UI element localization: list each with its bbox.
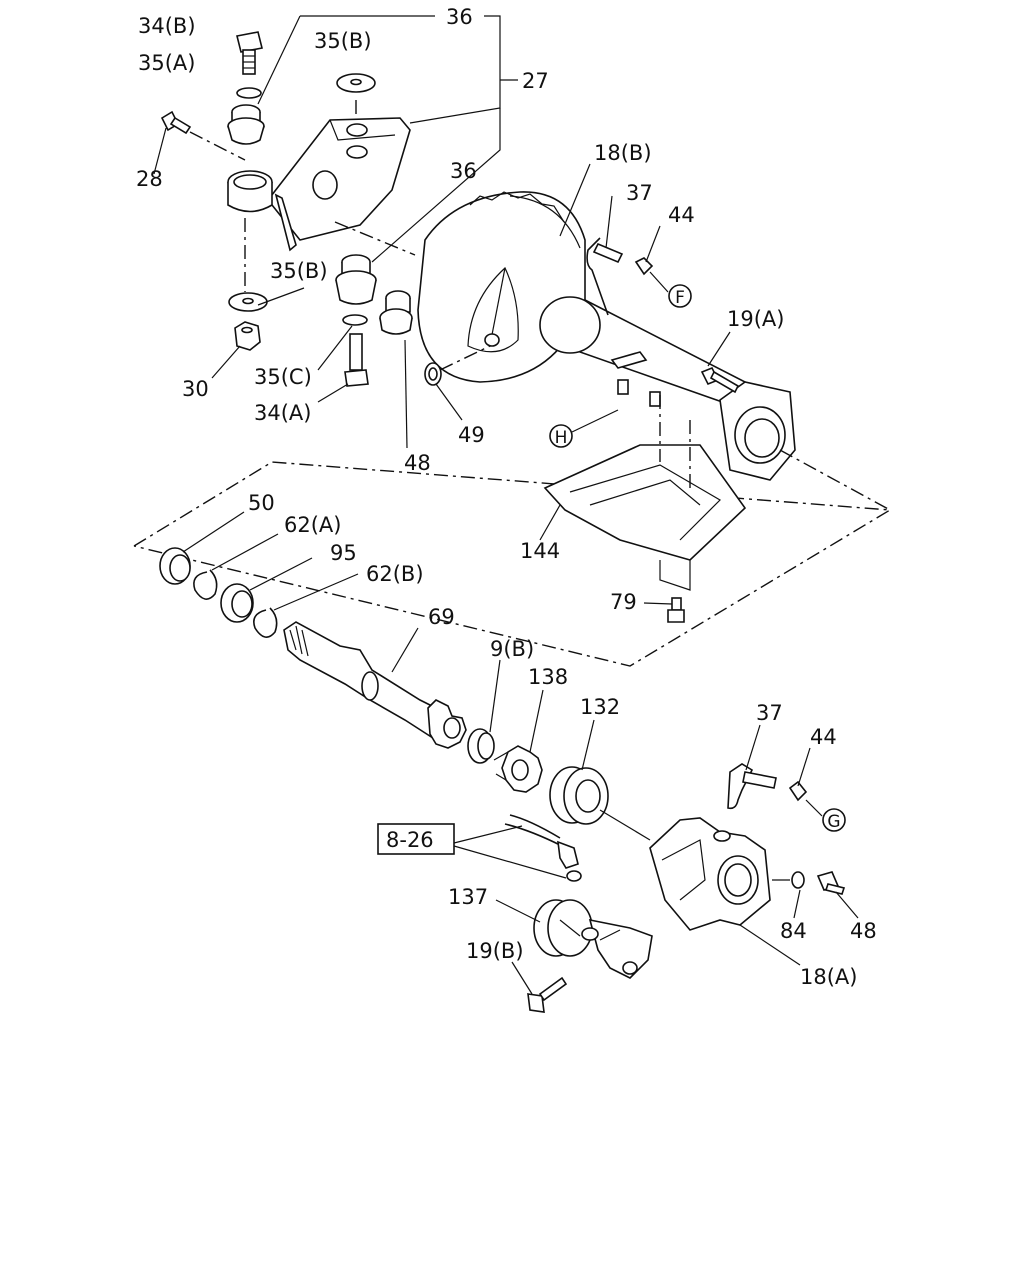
- spline-gear-end: [427, 699, 467, 749]
- sub-assembly-frame: [133, 461, 893, 667]
- bracket-leaders: [153, 15, 518, 403]
- label-8-26: 8-26: [386, 828, 434, 852]
- bolt-28: [160, 110, 192, 135]
- label-79: 79: [610, 590, 637, 614]
- label-137: 137: [448, 885, 488, 909]
- vent-hose-18b: [559, 163, 609, 316]
- vent-nipple-37-bottom: [727, 724, 777, 810]
- bolt-48-bottom: [816, 871, 859, 919]
- bolt-34b: [236, 31, 263, 75]
- label-35c: 35(C): [254, 365, 312, 389]
- label-27: 27: [522, 69, 549, 93]
- bushing-36-lower: [335, 254, 377, 305]
- label-19a: 19(A): [727, 307, 784, 331]
- label-95: 95: [330, 541, 357, 565]
- clip-44-top: [634, 225, 669, 293]
- label-44-bottom: 44: [810, 725, 837, 749]
- clutch-sleeve-132: [549, 719, 651, 841]
- callout-h-text: H: [555, 428, 568, 448]
- callout-f: F: [668, 284, 692, 308]
- label-50: 50: [248, 491, 275, 515]
- washer-35c: [342, 314, 368, 326]
- bracket-27: [227, 117, 411, 252]
- actuator-housing-18a: [649, 817, 801, 966]
- bearing-95: [220, 557, 313, 623]
- bushing-36-upper: [227, 104, 265, 145]
- label-34b: 34(B): [138, 14, 196, 38]
- label-69: 69: [428, 605, 455, 629]
- label-34a: 34(A): [254, 401, 311, 425]
- label-30: 30: [182, 377, 209, 401]
- callout-h: H: [549, 424, 573, 448]
- callout-g-text: G: [827, 812, 840, 832]
- label-37-bottom: 37: [756, 701, 783, 725]
- bolt-79: [643, 560, 691, 623]
- snap-ring-62a: [193, 533, 279, 600]
- label-44-top: 44: [668, 203, 695, 227]
- label-62a: 62(A): [284, 513, 341, 537]
- label-37-top: 37: [626, 181, 653, 205]
- label-84: 84: [780, 919, 807, 943]
- label-62b: 62(B): [366, 562, 424, 586]
- differential-housing: [417, 191, 891, 511]
- reference-box-8-26: [377, 823, 455, 855]
- clip-44-bottom: [788, 747, 823, 817]
- label-48-top: 48: [404, 451, 431, 475]
- washer-84: [772, 871, 805, 919]
- callout-g: G: [822, 808, 846, 832]
- clutch-gear-138: [493, 689, 544, 793]
- label-36-mid: 36: [450, 159, 477, 183]
- label-48-bottom: 48: [850, 919, 877, 943]
- label-138: 138: [528, 665, 568, 689]
- plug-48-top: [379, 290, 413, 449]
- actuator-motor-137: [495, 899, 653, 979]
- vent-nipple-37-top: [592, 195, 624, 264]
- label-19b: 19(B): [466, 939, 524, 963]
- washer-35a: [236, 87, 262, 99]
- label-36-top: 36: [446, 5, 473, 29]
- label-49: 49: [458, 423, 485, 447]
- indicator-switch: [453, 814, 582, 882]
- nut-30: [234, 321, 261, 351]
- label-18a: 18(A): [800, 965, 857, 989]
- label-35a: 35(A): [138, 51, 195, 75]
- callout-f-text: F: [675, 288, 685, 308]
- bolt-34a: [344, 333, 369, 387]
- label-132: 132: [580, 695, 620, 719]
- label-9b: 9(B): [490, 637, 534, 661]
- bolt-19a: [700, 331, 740, 394]
- label-144: 144: [520, 539, 560, 563]
- mount-bracket-assembly: [160, 31, 416, 387]
- label-35b-mid: 35(B): [270, 259, 328, 283]
- part-labels: 34(B) 35(A) 36 35(B) 27 28 36 18(B) 37 4…: [136, 5, 877, 989]
- seal-50: [159, 511, 245, 585]
- gasket-49: [424, 345, 491, 421]
- bolt-19b: [511, 961, 568, 1013]
- needle-bearing-9b: [467, 659, 501, 764]
- axle-shaft-69: [283, 621, 467, 749]
- skid-plate-144: [539, 395, 747, 561]
- label-28: 28: [136, 167, 163, 191]
- snap-ring-62b: [253, 573, 359, 638]
- label-35b-top: 35(B): [314, 29, 372, 53]
- label-18b: 18(B): [594, 141, 652, 165]
